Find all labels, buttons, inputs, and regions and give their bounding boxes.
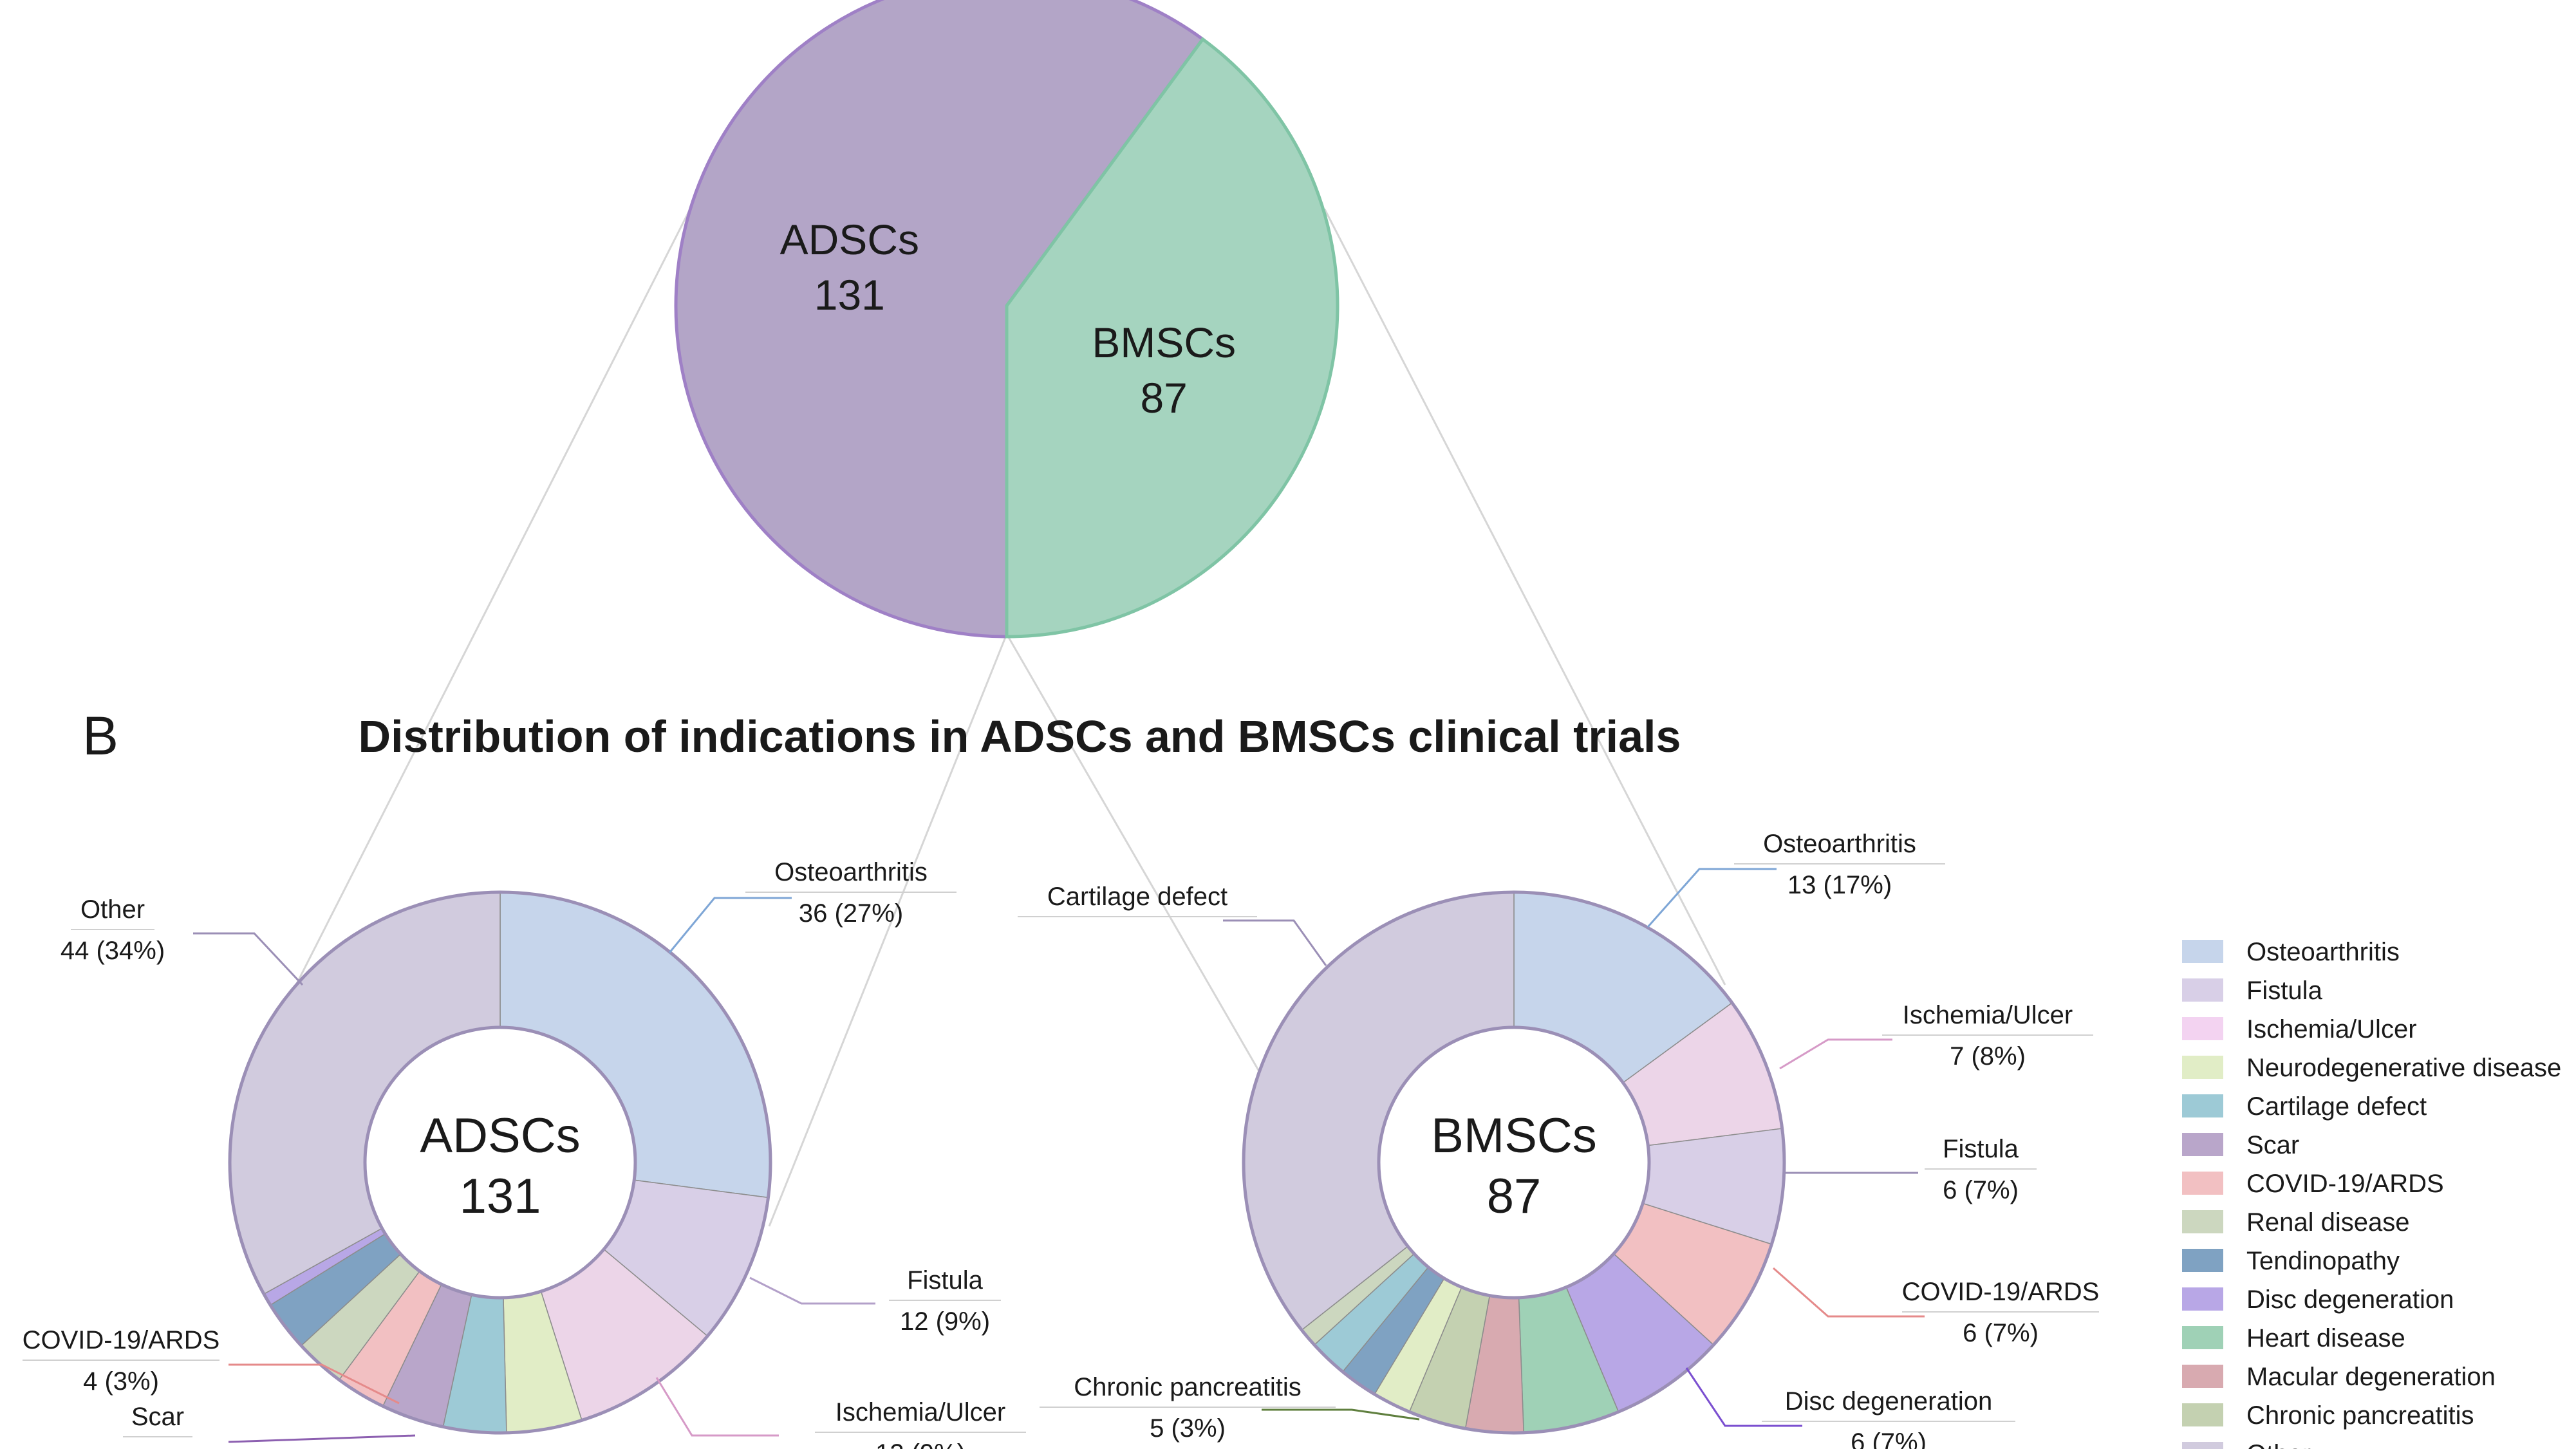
connector-line [768, 633, 1008, 1227]
top-pie-slice-adscs [674, 0, 1206, 639]
legend-swatch-chronic-pancreatitis [2182, 1403, 2223, 1426]
callout-value: 4 (3%) [83, 1367, 159, 1396]
legend-swatch-other [2182, 1442, 2223, 1449]
callout-value: 6 (7%) [1851, 1428, 1927, 1449]
legend-label: Renal disease [2246, 1208, 2410, 1237]
callout-leader-line [655, 1377, 779, 1437]
donut-outer-ring [228, 890, 772, 1435]
legend-swatch-ischemia-ulcer [2182, 1017, 2223, 1040]
donut-hole [363, 1025, 637, 1300]
legend-label: Osteoarthritis [2246, 938, 2400, 966]
callout-value: 44 (34%) [61, 937, 165, 965]
legend-label: Disc degeneration [2246, 1285, 2454, 1314]
legend-swatch-scar [2182, 1133, 2223, 1156]
callout-value: 5 (3%) [1150, 1414, 1226, 1443]
legend-swatch-macular-degeneration [2182, 1365, 2223, 1388]
callout-name: COVID-19/ARDS [1902, 1278, 2100, 1306]
legend-label: Macular degeneration [2246, 1363, 2496, 1391]
callout-name: Disc degeneration [1785, 1387, 1992, 1416]
legend-label: COVID-19/ARDS [2246, 1170, 2444, 1198]
legend-swatch-disc-degeneration [2182, 1287, 2223, 1311]
legend-label: Tendinopathy [2246, 1247, 2400, 1275]
legend-swatch-tendinopathy [2182, 1249, 2223, 1272]
top-pie-label: ADSCs [780, 216, 919, 263]
legend-label: Other [2246, 1440, 2311, 1449]
connector-line [1323, 209, 1726, 986]
callout-leader-line [749, 1276, 875, 1305]
callout-name: Fistula [907, 1266, 984, 1295]
legend-label: Neurodegenerative disease [2246, 1054, 2561, 1082]
callout-name: Ischemia/Ulcer [1903, 1001, 2073, 1029]
legend-label: Ischemia/Ulcer [2246, 1015, 2417, 1043]
callout-name: Chronic pancreatitis [1074, 1373, 1302, 1401]
legend-swatch-cartilage-defect [2182, 1094, 2223, 1117]
top-pie-label: BMSCs [1092, 319, 1236, 366]
callout-leader-line [229, 1363, 400, 1405]
donut-bmscs: BMSCs 87 [1242, 890, 1786, 1435]
section-letter: B [82, 706, 118, 766]
callout-name: COVID-19/ARDS [23, 1326, 220, 1354]
callout-leader-line [1779, 1038, 1892, 1070]
legend-swatch-osteoarthritis [2182, 940, 2223, 963]
donut-center-value: 131 [460, 1169, 541, 1224]
donut-center-label: ADSCs [420, 1108, 580, 1163]
legend-label: Heart disease [2246, 1324, 2405, 1352]
connector-lines [295, 209, 1726, 1227]
connector-line [295, 209, 691, 986]
legend: OsteoarthritisFistulaIschemia/UlcerNeuro… [2182, 938, 2561, 1449]
callout-name: Cartilage defect [1047, 883, 1227, 911]
legend-swatch-fistula [2182, 978, 2223, 1002]
legend-label: Cartilage defect [2246, 1092, 2427, 1121]
chart-title: Distribution of indications in ADSCs and… [359, 711, 1681, 762]
top-pie-value: 131 [814, 271, 885, 319]
donut-hole [1377, 1025, 1651, 1300]
callout-leader-line [1262, 1408, 1420, 1421]
legend-swatch-heart-disease [2182, 1326, 2223, 1349]
callout-name: Other [80, 895, 145, 924]
donut-center-label: BMSCs [1431, 1108, 1597, 1163]
callout-name: Scar [131, 1403, 184, 1431]
donut-outer-ring [1242, 890, 1786, 1435]
donut-adscs: ADSCs 131 [228, 890, 772, 1435]
donut-center-value: 87 [1487, 1169, 1542, 1224]
callout-leader-line [1773, 1267, 1925, 1318]
callout-value: 6 (7%) [1963, 1319, 2039, 1347]
callout-leader-line [1647, 868, 1777, 928]
callout-leader-line [1685, 1367, 1802, 1427]
legend-swatch-neurodegenerative-disease [2182, 1056, 2223, 1079]
legend-swatch-covid-19-ards [2182, 1172, 2223, 1195]
legend-label: Chronic pancreatitis [2246, 1401, 2474, 1430]
callout-value: 12 (9%) [900, 1307, 990, 1336]
callout-value: 36 (27%) [799, 899, 903, 928]
callout-name: Osteoarthritis [1763, 830, 1916, 858]
callout-value: 6 (7%) [1943, 1176, 2019, 1204]
legend-label: Fistula [2246, 977, 2323, 1005]
callout-leader-line [228, 1434, 416, 1443]
callout-value: 12 (9%) [875, 1439, 966, 1449]
callout-value: 13 (17%) [1787, 871, 1892, 899]
callout-name: Osteoarthritis [774, 858, 928, 886]
legend-label: Scar [2246, 1131, 2299, 1159]
callout-leader-line [668, 897, 792, 953]
callout-name: Ischemia/Ulcer [835, 1398, 1006, 1426]
legend-swatch-renal-disease [2182, 1210, 2223, 1233]
callout-value: 7 (8%) [1950, 1042, 2026, 1070]
callout-name: Fistula [1943, 1135, 2019, 1163]
top-pie-value: 87 [1140, 374, 1187, 422]
callout-labels: Osteoarthritis 36 (27%) Other 44 (34%) Fistu… [23, 830, 2100, 1449]
top-pie-slice-bmscs [1005, 37, 1339, 639]
callout-leader-line [193, 932, 304, 986]
callout-leader-line [1223, 919, 1327, 966]
